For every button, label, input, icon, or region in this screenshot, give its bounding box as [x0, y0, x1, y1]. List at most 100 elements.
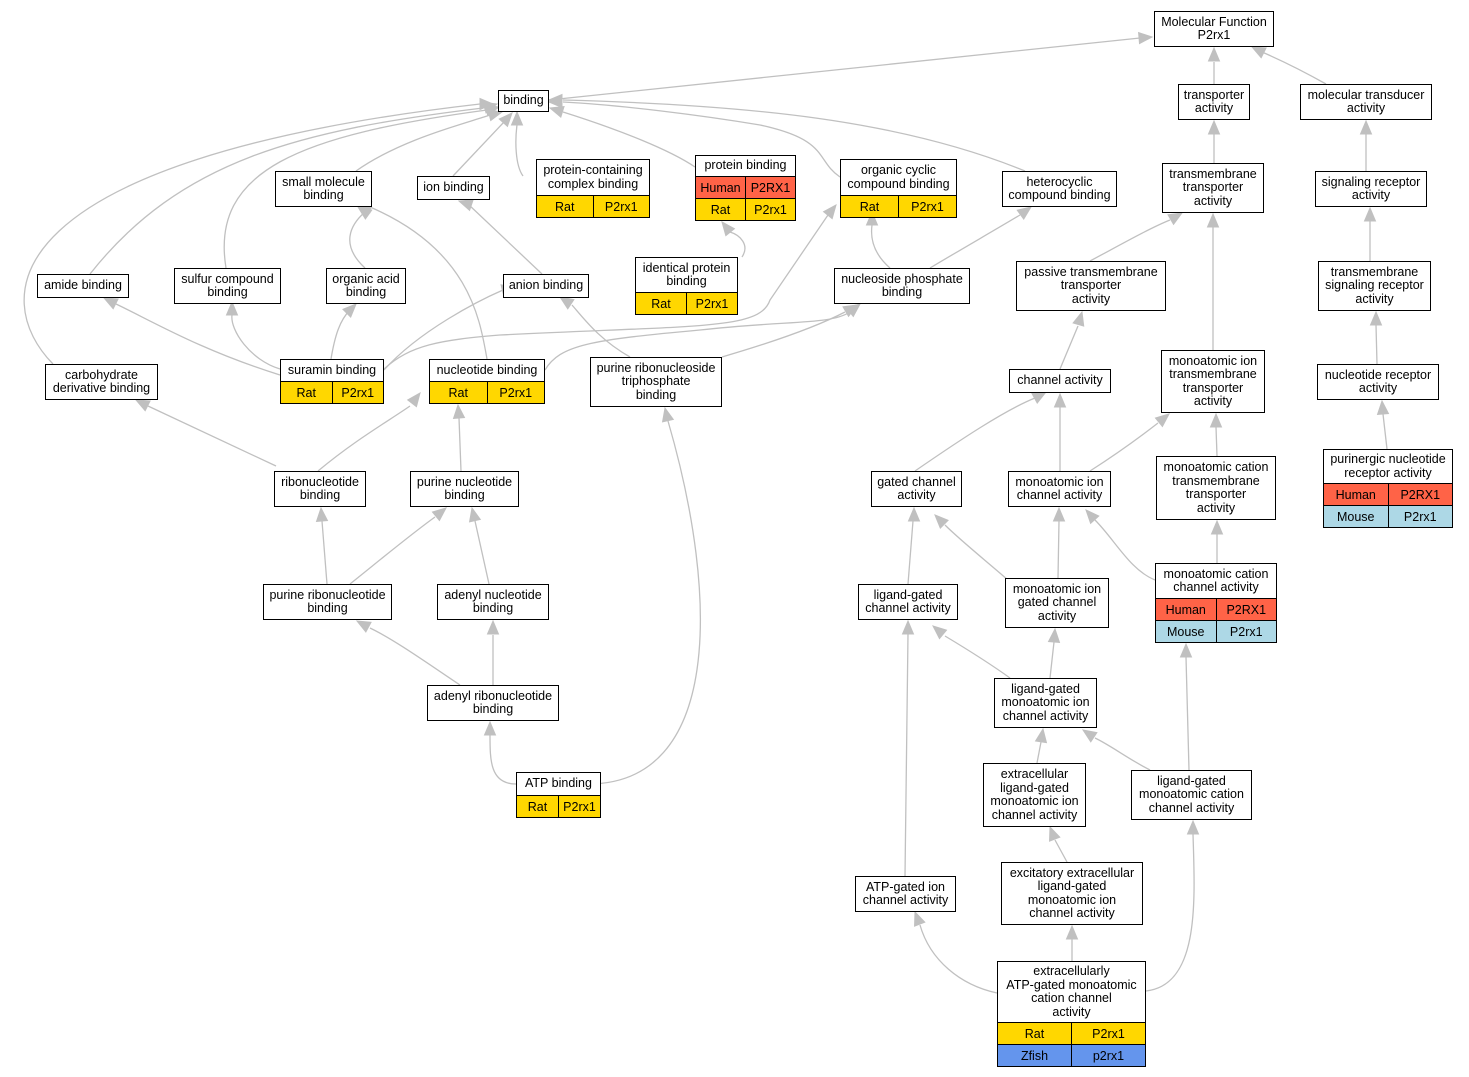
species-cell: Human — [1156, 599, 1216, 620]
monoatomic-ion-gated-channel-activity-node[interactable]: monoatomic ion gated channel activity — [1005, 578, 1109, 628]
amide-binding-node[interactable]: amide binding — [37, 274, 129, 298]
nucleoside-phosphate-binding-node[interactable]: nucleoside phosphate binding — [834, 268, 970, 304]
edge — [1382, 413, 1388, 450]
anion-binding-node[interactable]: anion binding — [503, 274, 589, 298]
edge — [914, 397, 1036, 472]
atp-gated-ion-channel-activity-node[interactable]: ATP-gated ion channel activity — [855, 876, 956, 912]
node-label: monoatomic cation channel activity — [1163, 566, 1269, 594]
arrowhead — [1210, 519, 1224, 535]
purine-ribonucleoside-triphosphate-binding-node[interactable]: purine ribonucleoside triphosphate bindi… — [590, 357, 722, 407]
transporter-activity-node[interactable]: transporter activity — [1178, 84, 1250, 120]
adenyl-nucleotide-binding-node[interactable]: adenyl nucleotide binding — [437, 584, 549, 620]
arrowhead — [452, 403, 466, 419]
node-label: monoatomic ion transmembrane transporter… — [1168, 353, 1258, 408]
arrowhead — [1359, 119, 1373, 135]
node-label: adenyl ribonucleotide binding — [433, 688, 553, 716]
edge — [330, 309, 351, 360]
sulfur-compound-binding-node[interactable]: sulfur compound binding — [174, 268, 281, 304]
node-label: identical protein binding — [642, 260, 731, 288]
species-cell: Rat — [841, 196, 898, 217]
transmembrane-transporter-activity-node[interactable]: transmembrane transporter activity — [1162, 163, 1264, 213]
edge — [907, 520, 914, 585]
small-molecule-binding-node[interactable]: small molecule binding — [275, 171, 372, 207]
species-cell: Rat — [537, 196, 593, 217]
passive-transmembrane-transporter-activity-node[interactable]: passive transmembrane transporter activi… — [1016, 261, 1166, 311]
heterocyclic-compound-binding-node[interactable]: heterocyclic compound binding — [1002, 171, 1117, 207]
nucleotide-receptor-activity-node[interactable]: nucleotide receptor activity — [1317, 364, 1439, 400]
arrowhead — [468, 506, 482, 523]
edge — [587, 420, 702, 785]
node-label: amide binding — [44, 278, 122, 293]
edge — [870, 224, 891, 269]
gated-channel-activity-node[interactable]: gated channel activity — [871, 471, 962, 507]
node-label: purinergic nucleotide receptor activity — [1330, 452, 1446, 480]
node-label: passive transmembrane transporter activi… — [1024, 264, 1158, 306]
purine-ribonucleotide-binding-node[interactable]: purine ribonucleotide binding — [263, 584, 392, 620]
arrowhead — [1207, 119, 1221, 135]
ligand-gated-monoatomic-cation-channel-activity-node[interactable]: ligand-gated monoatomic cation channel a… — [1131, 770, 1252, 820]
binding-node[interactable]: binding — [498, 90, 549, 112]
carbohydrate-derivative-binding-node[interactable]: carbohydrate derivative binding — [45, 364, 158, 400]
node-label: nucleoside phosphate binding — [841, 271, 963, 299]
node-label: ligand-gated monoatomic cation channel a… — [1139, 773, 1244, 815]
edge — [1054, 839, 1068, 863]
ligand-gated-monoatomic-ion-channel-activity-node[interactable]: ligand-gated monoatomic ion channel acti… — [994, 678, 1097, 728]
molecular-transducer-activity-node[interactable]: molecular transducer activity — [1300, 84, 1432, 120]
edge — [317, 405, 411, 472]
arrowhead — [1376, 399, 1390, 415]
arrowhead — [1207, 46, 1221, 62]
arrowhead — [901, 619, 915, 635]
monoatomic-ion-transmembrane-transporter-activity-node[interactable]: monoatomic ion transmembrane transporter… — [1161, 350, 1265, 413]
arrowhead — [1049, 825, 1061, 842]
gene-cell: P2rx1 — [686, 293, 737, 314]
arrowhead — [1081, 729, 1098, 743]
edge — [89, 107, 484, 275]
species-cell: Rat — [517, 796, 558, 817]
adenyl-ribonucleotide-binding-node[interactable]: adenyl ribonucleotide binding — [427, 685, 559, 721]
ribonucleotide-binding-node[interactable]: ribonucleotide binding — [274, 471, 366, 507]
arrowhead — [457, 199, 474, 212]
arrowhead — [548, 105, 565, 118]
edge — [383, 289, 504, 371]
extracellular-ligand-gated-monoatomic-ion-channel-activity-node[interactable]: extracellular ligand-gated monoatomic io… — [983, 763, 1086, 827]
arrowhead — [1052, 506, 1066, 522]
gene-cell: P2rx1 — [1215, 621, 1276, 642]
monoatomic-cation-transmembrane-transporter-activity-node[interactable]: monoatomic cation transmembrane transpor… — [1156, 456, 1276, 520]
edge — [1145, 833, 1195, 992]
node-label: adenyl nucleotide binding — [444, 587, 542, 615]
node-label: carbohydrate derivative binding — [52, 367, 151, 395]
species-cell: Rat — [636, 293, 686, 314]
signaling-receptor-activity-node[interactable]: signaling receptor activity — [1315, 171, 1427, 207]
excitatory-extracellular-ligand-gated-monoatomic-ion-channel-activity-node[interactable]: excitatory extracellular ligand-gated mo… — [1001, 862, 1143, 925]
transmembrane-signaling-receptor-activity-node[interactable]: transmembrane signaling receptor activit… — [1318, 261, 1431, 311]
purine-nucleotide-binding-node[interactable]: purine nucleotide binding — [410, 471, 519, 507]
extracellularly-atp-gated-monoatomic-cation-channel-activity-node[interactable]: extracellularly ATP-gated monoatomic cat… — [997, 961, 1146, 1067]
channel-activity-node[interactable]: channel activity — [1009, 369, 1111, 393]
arrowhead — [1186, 819, 1200, 835]
ion-binding-node[interactable]: ion binding — [417, 176, 490, 200]
molecular-function-node[interactable]: Molecular Function P2rx1 — [1154, 11, 1274, 47]
node-label: extracellularly ATP-gated monoatomic cat… — [1006, 964, 1137, 1019]
arrowhead — [342, 303, 357, 318]
monoatomic-ion-channel-activity-node[interactable]: monoatomic ion channel activity — [1008, 471, 1111, 507]
edge — [452, 121, 505, 177]
organic-acid-binding-node[interactable]: organic acid binding — [326, 268, 406, 304]
edge — [1089, 422, 1159, 472]
edge — [571, 304, 631, 358]
ligand-gated-channel-activity-node[interactable]: ligand-gated channel activity — [858, 584, 958, 620]
edge — [489, 734, 517, 785]
node-label: ribonucleotide binding — [281, 474, 359, 502]
